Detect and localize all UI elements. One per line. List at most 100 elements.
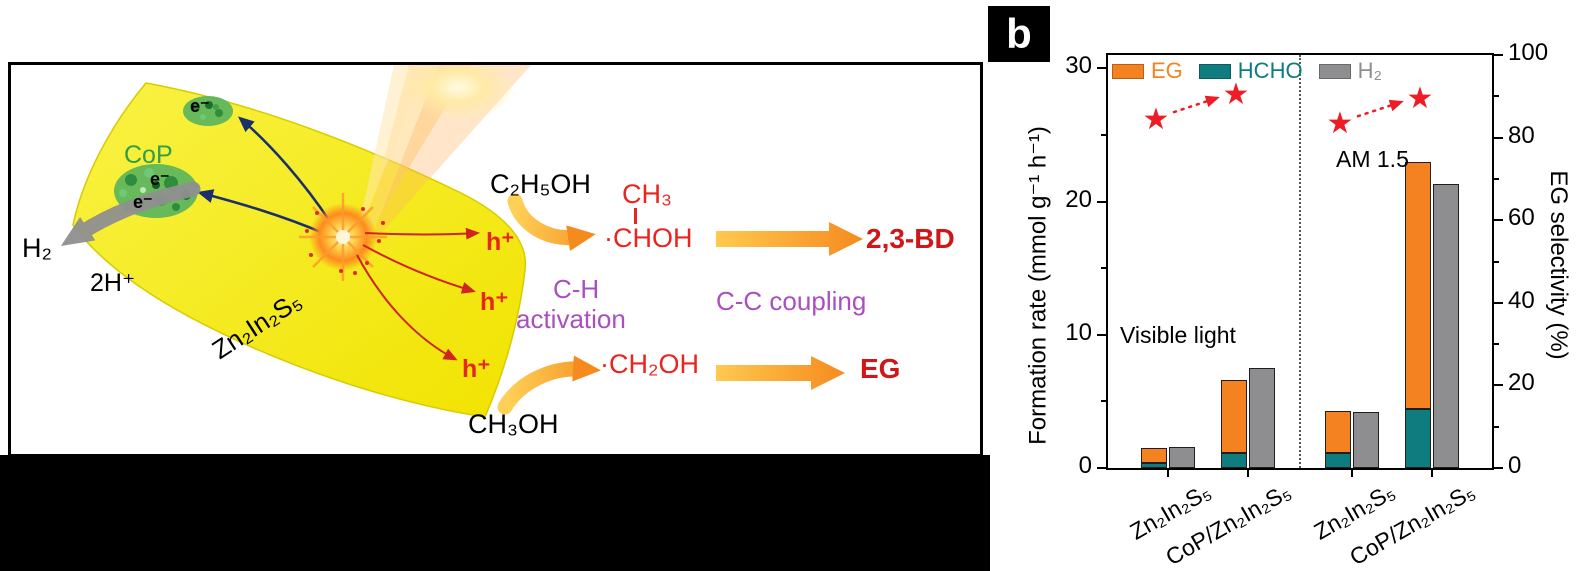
hole-label-1: h⁺ bbox=[486, 228, 515, 256]
mechanism-diagram-panel bbox=[8, 53, 983, 457]
bar-hcho bbox=[1141, 462, 1167, 468]
condition-separator-line bbox=[1299, 55, 1301, 468]
y-tick-label-right: 0 bbox=[1508, 452, 1522, 479]
ethanol-label: C₂H₅OH bbox=[490, 169, 591, 199]
legend-item-eg: EG bbox=[1112, 58, 1183, 84]
legend-item-h2: H₂ bbox=[1318, 58, 1383, 84]
selectivity-trend-arrow bbox=[1172, 95, 1220, 114]
y-minor-tick-left bbox=[1101, 400, 1106, 403]
y-tick-right bbox=[1494, 54, 1503, 56]
electron-label-3: e⁻ bbox=[133, 192, 153, 212]
y-tick-left bbox=[1097, 333, 1106, 336]
h2-color-swatch bbox=[1318, 63, 1351, 79]
coupling-arrow-to-bd bbox=[716, 222, 863, 256]
selectivity-trend-arrow bbox=[1356, 99, 1404, 118]
electron-label-2: e⁻ bbox=[150, 169, 170, 189]
hole-label-3: h⁺ bbox=[462, 355, 491, 383]
y-minor-tick-right bbox=[1494, 95, 1499, 98]
ch-activation-label-line1: C-H bbox=[553, 274, 600, 304]
am15-annotation: AM 1.5 bbox=[1336, 146, 1409, 172]
selectivity-star: ★ bbox=[1222, 78, 1250, 112]
y-tick-label-right: 40 bbox=[1508, 286, 1535, 314]
bar-h2 bbox=[1433, 184, 1459, 468]
y-tick-left bbox=[1097, 467, 1106, 469]
y-tick-right bbox=[1494, 136, 1503, 139]
y-tick-left bbox=[1097, 67, 1106, 70]
y-minor-tick-right bbox=[1494, 177, 1499, 180]
y-tick-label-right: 80 bbox=[1508, 121, 1535, 149]
hcho-color-swatch bbox=[1198, 63, 1231, 79]
hole-arrow-3 bbox=[356, 254, 458, 361]
right-axis-title: EG selectivity (%) bbox=[1545, 170, 1572, 360]
x-axis-tick bbox=[1247, 470, 1249, 477]
y-tick-left bbox=[1097, 200, 1106, 203]
y-minor-tick-left bbox=[1101, 133, 1106, 136]
electron-arrow-to-small-cluster bbox=[237, 116, 333, 224]
h2-product-label: H₂ bbox=[22, 233, 52, 263]
left-axis-title: Formation rate (mmol g⁻¹ h⁻¹) bbox=[1024, 126, 1052, 445]
bar-eg bbox=[1221, 380, 1247, 454]
panel-b-label: b bbox=[988, 6, 1050, 62]
cop-label: CoP bbox=[124, 141, 173, 169]
selectivity-star: ★ bbox=[1406, 82, 1434, 116]
choh-radical-label: ·CHOH bbox=[604, 223, 693, 253]
y-tick-right bbox=[1494, 301, 1503, 304]
coupling-arrow-to-eg bbox=[716, 356, 845, 390]
mechanism-diagram-graphics bbox=[60, 53, 863, 418]
x-axis-tick bbox=[1351, 470, 1353, 477]
bar-hcho bbox=[1325, 453, 1351, 468]
legend-item-hcho: HCHO bbox=[1198, 58, 1303, 84]
y-tick-label-left: 10 bbox=[1065, 318, 1092, 346]
y-tick-right bbox=[1494, 467, 1503, 469]
y-minor-tick-right bbox=[1494, 260, 1499, 263]
bar-h2 bbox=[1249, 368, 1275, 468]
ch-activation-label-line2: activation bbox=[516, 304, 626, 334]
x-axis-tick bbox=[1167, 470, 1169, 477]
cop-cluster-small bbox=[183, 96, 233, 126]
selectivity-star: ★ bbox=[1142, 102, 1170, 136]
selectivity-star: ★ bbox=[1326, 107, 1354, 141]
visible-light-annotation: Visible light bbox=[1120, 322, 1236, 348]
h2-evolution-arrow bbox=[60, 181, 201, 247]
hole-label-2: h⁺ bbox=[480, 288, 509, 316]
y-tick-right bbox=[1494, 384, 1503, 387]
legend-label-h2: H₂ bbox=[1357, 58, 1383, 83]
y-tick-label-left: 0 bbox=[1078, 452, 1092, 479]
y-tick-label-left: 20 bbox=[1065, 185, 1092, 213]
light-excitation-burst bbox=[299, 193, 387, 281]
bar-eg bbox=[1141, 448, 1167, 463]
y-minor-tick-left bbox=[1101, 267, 1106, 270]
electron-arrow-to-large-cluster bbox=[197, 189, 324, 235]
legend-label-hcho: HCHO bbox=[1237, 58, 1303, 83]
y-tick-right bbox=[1494, 219, 1503, 222]
bar-h2 bbox=[1353, 412, 1379, 468]
chemical-bond-line bbox=[634, 208, 637, 224]
y-minor-tick-right bbox=[1494, 425, 1499, 428]
methanol-oxidation-arrow bbox=[497, 355, 601, 415]
y-tick-label-right: 100 bbox=[1508, 39, 1549, 66]
light-beam bbox=[355, 53, 531, 249]
eg-product-label: EG bbox=[860, 353, 901, 384]
bd-product-label: 2,3-BD bbox=[866, 223, 955, 254]
methanol-label: CH₃OH bbox=[468, 409, 559, 439]
bar-h2 bbox=[1169, 446, 1195, 468]
hole-arrow-1 bbox=[364, 227, 480, 240]
bar-hcho bbox=[1221, 453, 1247, 468]
bar-eg bbox=[1405, 161, 1431, 410]
bottom-black-strip bbox=[0, 455, 990, 571]
ch3-label: CH₃ bbox=[622, 179, 672, 209]
y-tick-label-left: 30 bbox=[1065, 52, 1092, 80]
panel-b-letter: b bbox=[1006, 10, 1032, 57]
bar-eg bbox=[1325, 410, 1351, 454]
selectivity-trend-overlay bbox=[1172, 95, 1404, 118]
legend-label-eg: EG bbox=[1151, 58, 1183, 83]
y-tick-label-right: 20 bbox=[1508, 369, 1535, 397]
y-tick-label-right: 60 bbox=[1508, 204, 1535, 232]
electron-label-1: e⁻ bbox=[190, 96, 210, 116]
bar-hcho bbox=[1405, 409, 1431, 468]
chart-legend: EG HCHO H₂ bbox=[1112, 58, 1382, 84]
eg-color-swatch bbox=[1112, 63, 1144, 79]
x-axis-tick bbox=[1431, 470, 1433, 477]
cc-coupling-label: C-C coupling bbox=[716, 286, 867, 316]
